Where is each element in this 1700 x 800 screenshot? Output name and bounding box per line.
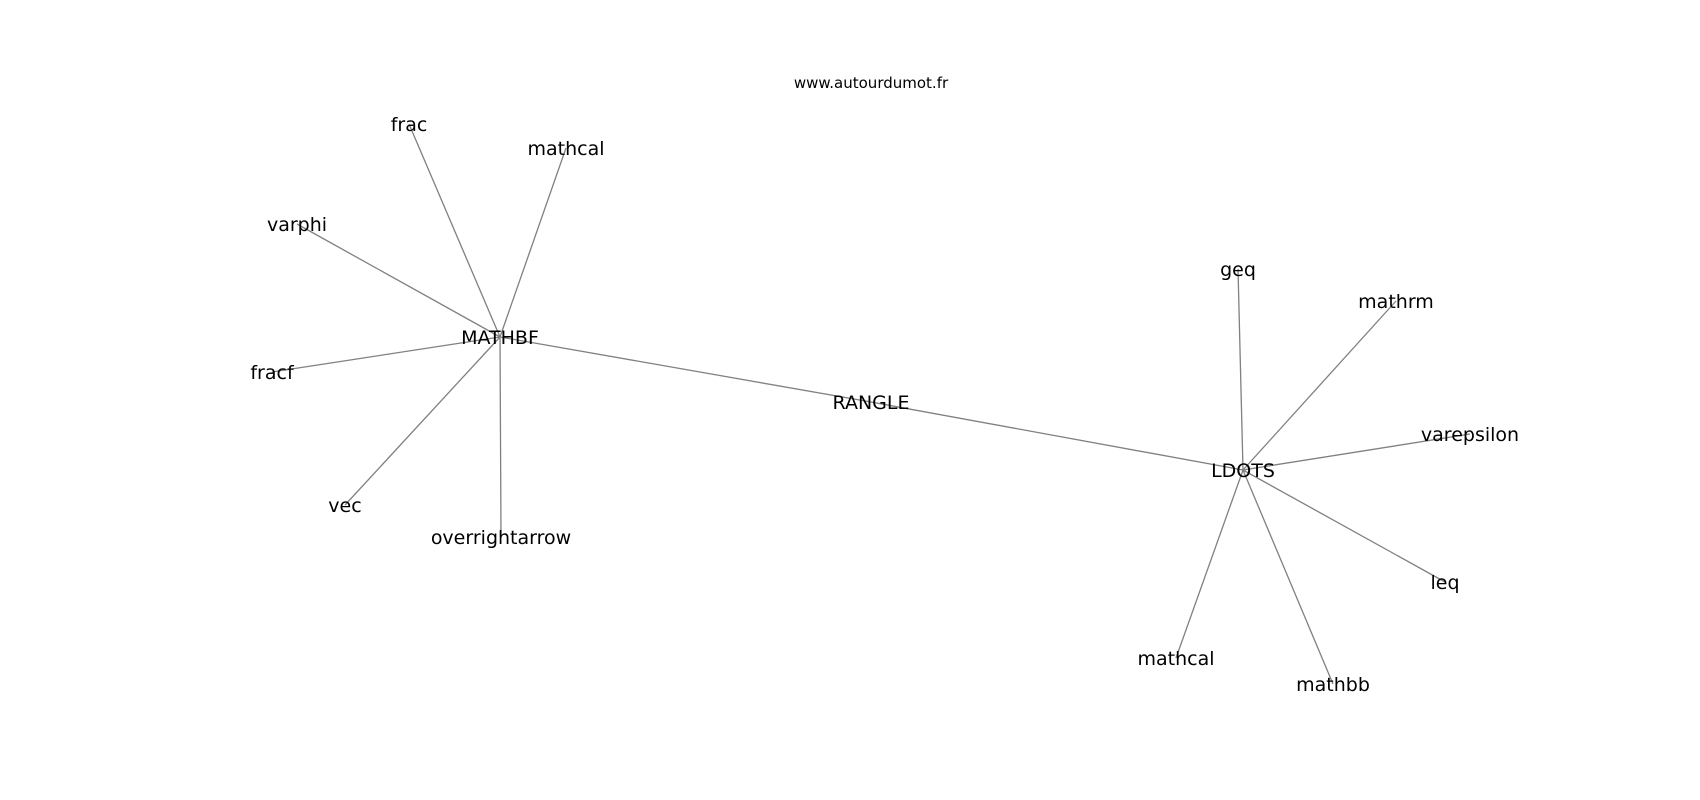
- node-label-rangle[interactable]: RANGLE: [833, 392, 910, 414]
- node-label-vec[interactable]: vec: [328, 495, 361, 517]
- node-label-mathcal-2[interactable]: mathcal: [1137, 648, 1214, 670]
- node-label-geq[interactable]: geq: [1220, 259, 1256, 281]
- node-label-fracf[interactable]: fracf: [250, 362, 295, 384]
- edge-mathbf-fracf: [271, 336, 501, 373]
- edges-layer: [271, 123, 1471, 685]
- node-label-varepsilon[interactable]: varepsilon: [1421, 424, 1519, 446]
- edge-mathbf-vec: [344, 336, 501, 506]
- node-label-overrightarrow[interactable]: overrightarrow: [431, 527, 571, 549]
- edge-ldots-mathcal-2: [1175, 469, 1244, 659]
- site-url[interactable]: www.autourdumot.fr: [794, 74, 949, 92]
- node-label-leq[interactable]: leq: [1430, 572, 1459, 594]
- node-label-mathrm[interactable]: mathrm: [1358, 291, 1434, 313]
- edge-rangle-mathbf: [499, 336, 872, 403]
- edge-mathbf-frac: [408, 123, 501, 338]
- node-label-mathbf[interactable]: MATHBF: [461, 327, 539, 349]
- edge-ldots-leq: [1242, 469, 1446, 583]
- edge-ldots-varepsilon: [1242, 433, 1471, 471]
- node-label-ldots[interactable]: LDOTS: [1211, 460, 1275, 482]
- edge-mathbf-mathcal-1: [499, 147, 567, 338]
- edge-rangle-ldots: [870, 401, 1244, 471]
- node-label-mathbb[interactable]: mathbb: [1296, 674, 1370, 696]
- nodes-layer: RANGLE MATHBF LDOTS frac mathcal varphi fracf v…: [250, 114, 1519, 696]
- node-label-mathcal-1[interactable]: mathcal: [527, 138, 604, 160]
- edge-ldots-geq: [1237, 268, 1244, 471]
- node-label-frac[interactable]: frac: [391, 114, 428, 136]
- edge-mathbf-varphi: [296, 223, 501, 338]
- edge-mathbf-overrightarrow: [499, 336, 502, 538]
- edge-ldots-mathrm: [1242, 300, 1397, 471]
- edge-ldots-mathbb: [1242, 469, 1334, 685]
- node-label-varphi[interactable]: varphi: [267, 214, 327, 236]
